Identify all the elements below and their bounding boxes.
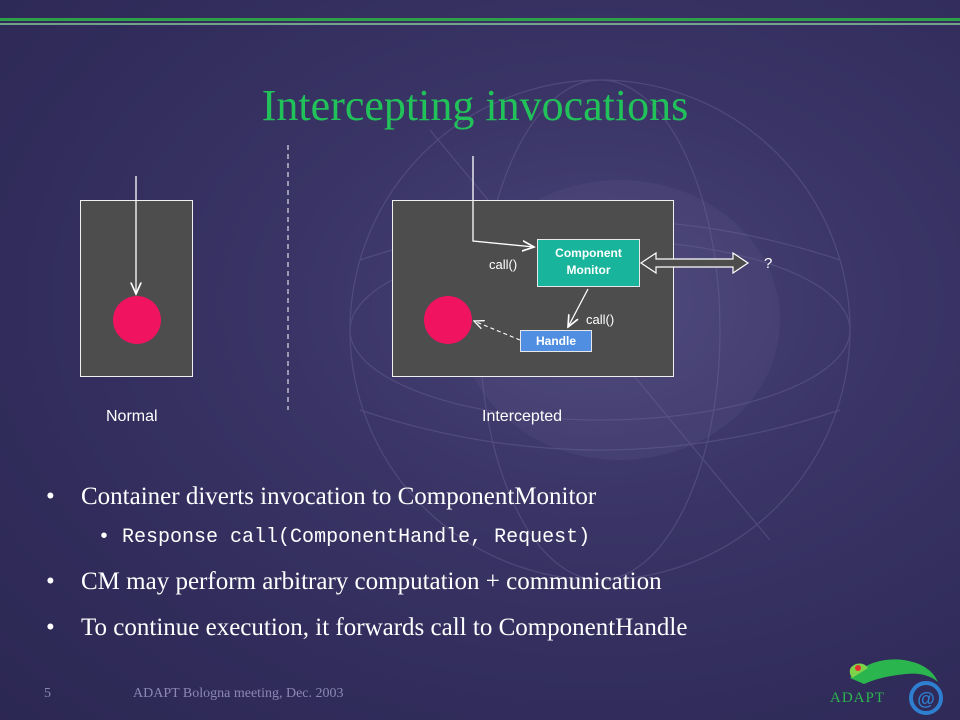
call-label-1: call() bbox=[489, 257, 518, 272]
bullet-text: Container diverts invocation to Componen… bbox=[81, 483, 597, 510]
monitor-to-handle-arrow bbox=[568, 288, 589, 327]
bullet-text: CM may perform arbitrary computation + c… bbox=[81, 568, 662, 595]
call-label-2: call() bbox=[586, 312, 615, 327]
component-monitor-label-line1: Component bbox=[555, 246, 622, 260]
sub-bullet-dot: • bbox=[98, 526, 111, 549]
page-number: 5 bbox=[44, 686, 51, 701]
sub-bullet-text: Response call(ComponentHandle, Request) bbox=[122, 526, 591, 549]
top-accent-lines bbox=[0, 18, 960, 26]
bullet-dot: • bbox=[46, 614, 55, 641]
bullet-dot: • bbox=[46, 568, 55, 595]
top-accent-line bbox=[0, 18, 960, 21]
handle-to-component-arrow bbox=[474, 321, 521, 341]
sub-bullet-item: • Response call(ComponentHandle, Request… bbox=[98, 525, 590, 551]
normal-component-circle bbox=[113, 296, 161, 344]
logo-text: ADAPT bbox=[830, 690, 886, 706]
bullet-text: To continue execution, it forwards call … bbox=[81, 614, 688, 641]
bullet-dot: • bbox=[46, 483, 55, 510]
handle-box: Handle bbox=[520, 330, 592, 352]
intercepted-call-arrow bbox=[472, 156, 534, 247]
intercepted-component-circle bbox=[424, 296, 472, 344]
top-accent-line-thin bbox=[0, 23, 960, 25]
footer-text: ADAPT Bologna meeting, Dec. 2003 bbox=[133, 686, 344, 701]
slide-title: Intercepting invocations bbox=[261, 81, 689, 130]
external-communication-arrow bbox=[639, 251, 750, 275]
normal-caption: Normal bbox=[106, 408, 158, 425]
intercepted-caption: Intercepted bbox=[482, 408, 563, 425]
question-mark: ? bbox=[764, 255, 773, 272]
chameleon-logo-icon: @ bbox=[849, 659, 943, 715]
component-monitor-box: Component Monitor bbox=[537, 239, 640, 287]
svg-text:@: @ bbox=[917, 689, 935, 709]
component-monitor-label-line2: Monitor bbox=[566, 263, 611, 277]
